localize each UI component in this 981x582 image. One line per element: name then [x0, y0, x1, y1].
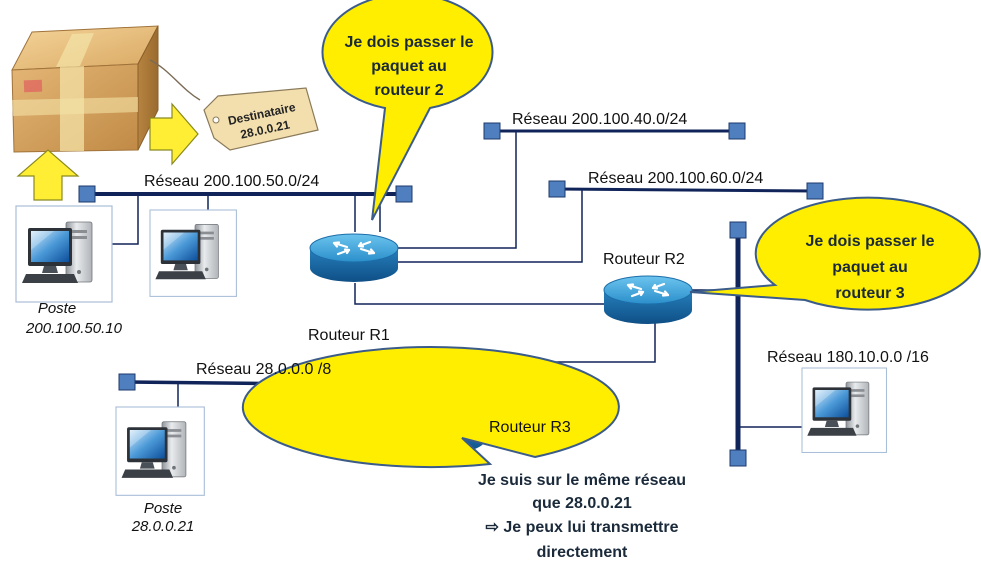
network-label-200-100-50: Réseau 200.100.50.0/24	[144, 173, 319, 190]
router-r2-label: Routeur R2	[603, 251, 685, 268]
bubble-r1-line-3: routeur 2	[374, 82, 443, 99]
port-icon	[78, 185, 96, 203]
package-box-icon	[11, 25, 201, 153]
bubble-r3-line-2: que 28.0.0.21	[532, 495, 632, 512]
network-label-180-10: Réseau 180.10.0.0 /16	[767, 349, 929, 366]
router-r1-label: Routeur R1	[308, 327, 390, 344]
bubble-r1-line-1: Je dois passer le	[345, 34, 474, 51]
host-computer-icon	[801, 367, 888, 454]
port-icon	[729, 221, 747, 239]
network-label-200-100-40: Réseau 200.100.40.0/24	[512, 111, 687, 128]
router-r2-icon	[602, 274, 694, 326]
destination-tag: Destinataire 28.0.0.21	[203, 87, 319, 151]
destination-host-computer-icon	[115, 406, 205, 496]
source-host-label: Poste	[38, 300, 76, 317]
arrow-right-icon	[149, 102, 199, 166]
bubble-r2-line-2: paquet au	[832, 259, 908, 276]
network-label-28: Réseau 28.0.0.0 /8	[196, 361, 331, 378]
port-icon	[118, 373, 136, 391]
port-icon	[548, 180, 566, 198]
bubble-r2-line-3: routeur 3	[835, 285, 904, 302]
bubble-r3-line-4: directement	[537, 544, 628, 561]
router-r1-speech-bubble: Je dois passer le paquet au routeur 2	[321, 0, 494, 221]
router-r3-label: Routeur R3	[489, 419, 571, 436]
bubble-r2-line-1: Je dois passer le	[806, 233, 935, 250]
port-icon	[483, 122, 501, 140]
source-host-address: 200.100.50.10	[25, 320, 123, 337]
host-computer-icon	[149, 209, 237, 297]
network-ports	[78, 122, 824, 467]
destination-host-label: Poste	[144, 500, 182, 517]
destination-host-address: 28.0.0.21	[131, 518, 195, 535]
bubble-r1-line-2: paquet au	[371, 58, 447, 75]
port-icon	[728, 122, 746, 140]
router-r1-icon	[308, 232, 400, 284]
source-host-computer-icon	[15, 205, 113, 303]
arrow-up-icon	[16, 149, 80, 201]
bubble-r3-line-1: Je suis sur le même réseau	[478, 472, 686, 489]
network-line-200-100-60	[556, 187, 816, 193]
port-icon	[395, 185, 413, 203]
router-r3-speech-bubble: Je suis sur le même réseau que 28.0.0.21…	[241, 346, 686, 561]
network-label-200-100-60: Réseau 200.100.60.0/24	[588, 170, 763, 187]
port-icon	[729, 449, 747, 467]
port-icon	[806, 182, 824, 200]
bubble-r3-line-3: ⇨ Je peux lui transmettre	[485, 519, 678, 536]
router-r2-speech-bubble: Je dois passer le paquet au routeur 3	[689, 196, 981, 311]
